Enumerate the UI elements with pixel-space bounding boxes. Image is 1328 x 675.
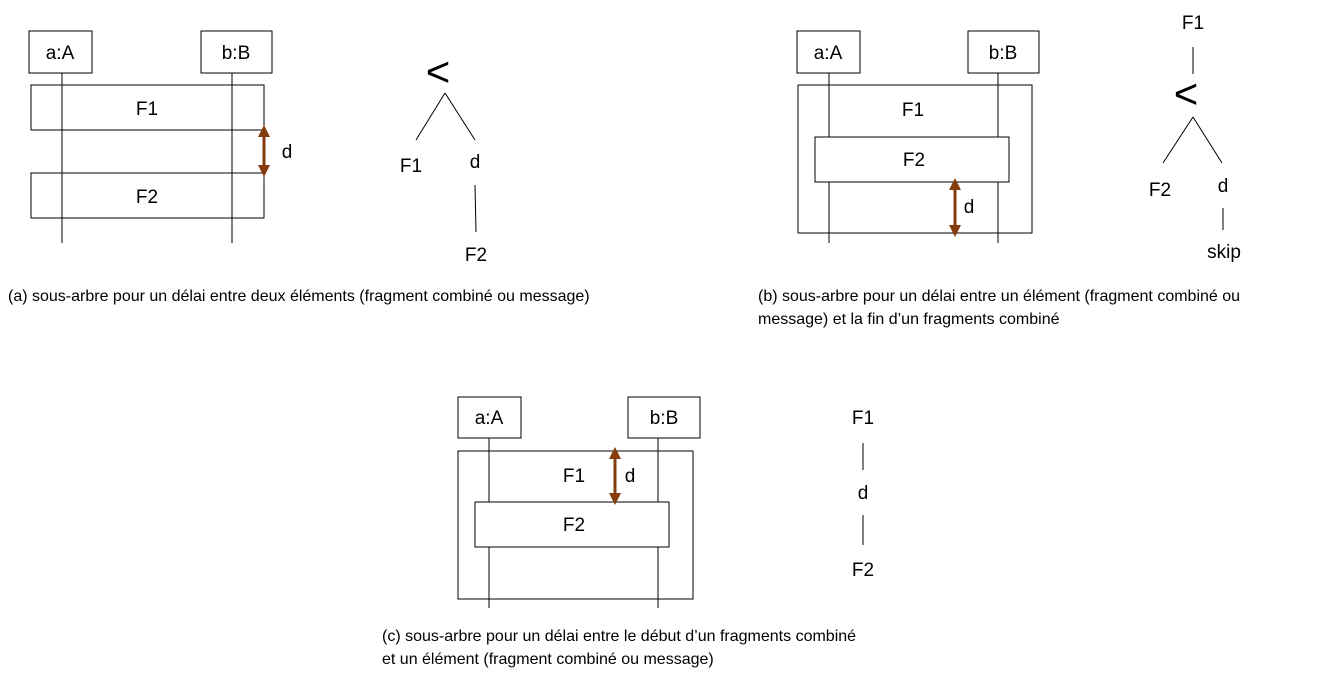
fragment-f2-label: F2 <box>136 187 158 208</box>
caption-c-line1: (c) sous-arbre pour un délai entre le dé… <box>382 628 856 645</box>
fragment-f1-label: F1 <box>136 99 158 120</box>
tree-edge-right <box>444 92 476 141</box>
lifeline-b-head <box>200 30 273 74</box>
lifeline-a-head <box>28 30 93 74</box>
tree-node-d: d <box>858 483 869 504</box>
sequence-diagram-b: a:A b:B F1 F2 d <box>796 30 1040 243</box>
caption-b-line1: (b) sous-arbre pour un délai entre un él… <box>758 288 1240 305</box>
panel-c: a:A b:B F1 F2 d F1 d F2 (c) sous-arbre p… <box>382 396 874 668</box>
lifeline-a-head <box>457 396 522 439</box>
fragment-f1 <box>30 84 265 131</box>
sequence-diagram-a: a:A b:B F1 F2 d <box>28 30 293 243</box>
fragment-f1 <box>457 450 694 600</box>
tree-c: F1 d F2 <box>852 408 874 581</box>
lifeline-a-label: a:A <box>814 43 843 64</box>
tree-edge-left <box>1162 116 1194 164</box>
lifeline-a-head <box>796 30 861 74</box>
tree-root-operator: < <box>1174 70 1199 117</box>
tree-node-d: d <box>470 152 481 173</box>
tree-node-f1: F1 <box>400 156 422 177</box>
tree-node-d: d <box>1218 176 1229 197</box>
tree-edge-right <box>1192 116 1223 164</box>
lifeline-a-label: a:A <box>475 408 504 429</box>
caption-b-line2: message) et la fin d’un fragments combin… <box>758 311 1060 328</box>
caption-a: (a) sous-arbre pour un délai entre deux … <box>8 288 590 305</box>
panel-a: a:A b:B F1 F2 d < F1 d F2 (a) sous-arbre… <box>8 30 590 305</box>
fragment-f1-label: F1 <box>902 100 924 121</box>
panel-b: a:A b:B F1 F2 d F1 < F2 d skip (b) sous-… <box>758 13 1241 328</box>
tree-a: < F1 d F2 <box>400 48 487 266</box>
fragment-f2-label: F2 <box>903 150 925 171</box>
caption-c-line2: et un élément (fragment combiné ou messa… <box>382 651 714 668</box>
tree-edge-left <box>415 92 446 141</box>
tree-edge-child <box>474 184 477 233</box>
delay-label: d <box>964 197 975 218</box>
lifeline-b-label: b:B <box>650 408 679 429</box>
lifeline-b-label: b:B <box>222 43 251 64</box>
tree-node-f1: F1 <box>852 408 874 429</box>
lifeline-b-head <box>627 396 701 439</box>
fragment-f1 <box>797 84 1033 234</box>
lifeline-b-label: b:B <box>989 43 1018 64</box>
tree-node-f2: F2 <box>465 245 487 266</box>
tree-node-f2: F2 <box>852 560 874 581</box>
tree-node-f2: F2 <box>1149 180 1171 201</box>
lifeline-b-head <box>967 30 1040 74</box>
fragment-f2 <box>474 501 670 548</box>
fragment-f2-label: F2 <box>563 515 585 536</box>
tree-node-skip: skip <box>1207 242 1241 263</box>
tree-b: F1 < F2 d skip <box>1149 13 1241 263</box>
tree-root-operator: < <box>426 48 451 95</box>
delay-label: d <box>625 466 636 487</box>
fragment-f2 <box>814 136 1010 183</box>
lifeline-a-label: a:A <box>46 43 75 64</box>
sequence-diagram-c: a:A b:B F1 F2 d <box>457 396 701 608</box>
tree-node-f1-top: F1 <box>1182 13 1204 34</box>
fragment-f1-label: F1 <box>563 466 585 487</box>
delay-label: d <box>282 142 293 163</box>
fragment-f2 <box>30 172 265 219</box>
